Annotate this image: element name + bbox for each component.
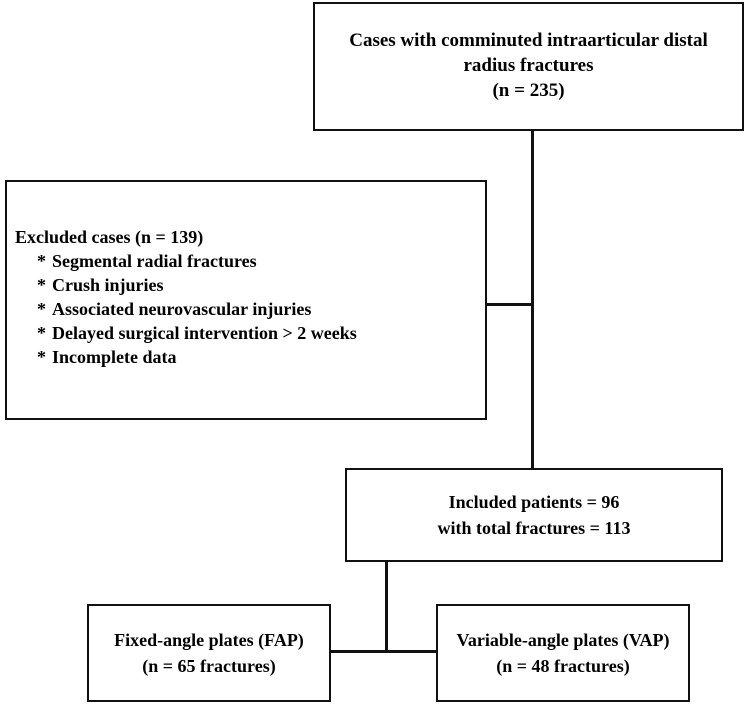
node-fixed-angle-plates: Fixed-angle plates (FAP) (n = 65 fractur… [87, 604, 331, 702]
excluded-reason-item: * Associated neurovascular injuries [15, 300, 311, 318]
node-excluded-cases: Excluded cases (n = 139) * Segmental radi… [5, 180, 487, 420]
excluded-cases-heading: Excluded cases (n = 139) [15, 227, 204, 247]
connector-arms-horizontal [330, 650, 438, 653]
fap-count: (n = 65 fractures) [142, 656, 276, 676]
excluded-reason-label: Associated neurovascular injuries [52, 299, 312, 319]
bullet-asterisk-icon: * [37, 251, 46, 271]
connector-excluded-to-trunk [487, 303, 533, 306]
excluded-reason-item: * Segmental radial fractures [15, 252, 257, 270]
node-source-cohort: Cases with comminuted intraarticular dis… [313, 2, 744, 131]
connector-source-to-included [531, 129, 534, 470]
included-patients-count: Included patients = 96 [448, 491, 620, 512]
bullet-asterisk-icon: * [37, 347, 46, 367]
excluded-reason-item: * Crush injuries [15, 276, 164, 294]
vap-count: (n = 48 fractures) [496, 656, 630, 676]
excluded-reason-label: Incomplete data [52, 347, 177, 367]
bullet-asterisk-icon: * [37, 275, 46, 295]
excluded-reason-label: Delayed surgical intervention > 2 weeks [52, 323, 357, 343]
excluded-reason-label: Crush injuries [52, 275, 164, 295]
source-cohort-count: (n = 235) [492, 79, 565, 101]
bullet-asterisk-icon: * [37, 323, 46, 343]
excluded-reason-item: * Incomplete data [15, 348, 177, 366]
source-cohort-title: Cases with comminuted intraarticular dis… [349, 30, 708, 77]
node-included-patients: Included patients = 96 with total fractu… [345, 468, 723, 562]
bullet-asterisk-icon: * [37, 299, 46, 319]
included-fractures-count: with total fractures = 113 [437, 518, 631, 538]
excluded-reason-label: Segmental radial fractures [52, 251, 257, 271]
fap-title: Fixed-angle plates (FAP) [114, 629, 304, 650]
vap-title: Variable-angle plates (VAP) [456, 629, 670, 650]
node-variable-angle-plates: Variable-angle plates (VAP) (n = 48 frac… [436, 604, 690, 702]
connector-included-to-arms [385, 560, 388, 653]
excluded-reason-item: * Delayed surgical intervention > 2 weeks [15, 324, 357, 342]
